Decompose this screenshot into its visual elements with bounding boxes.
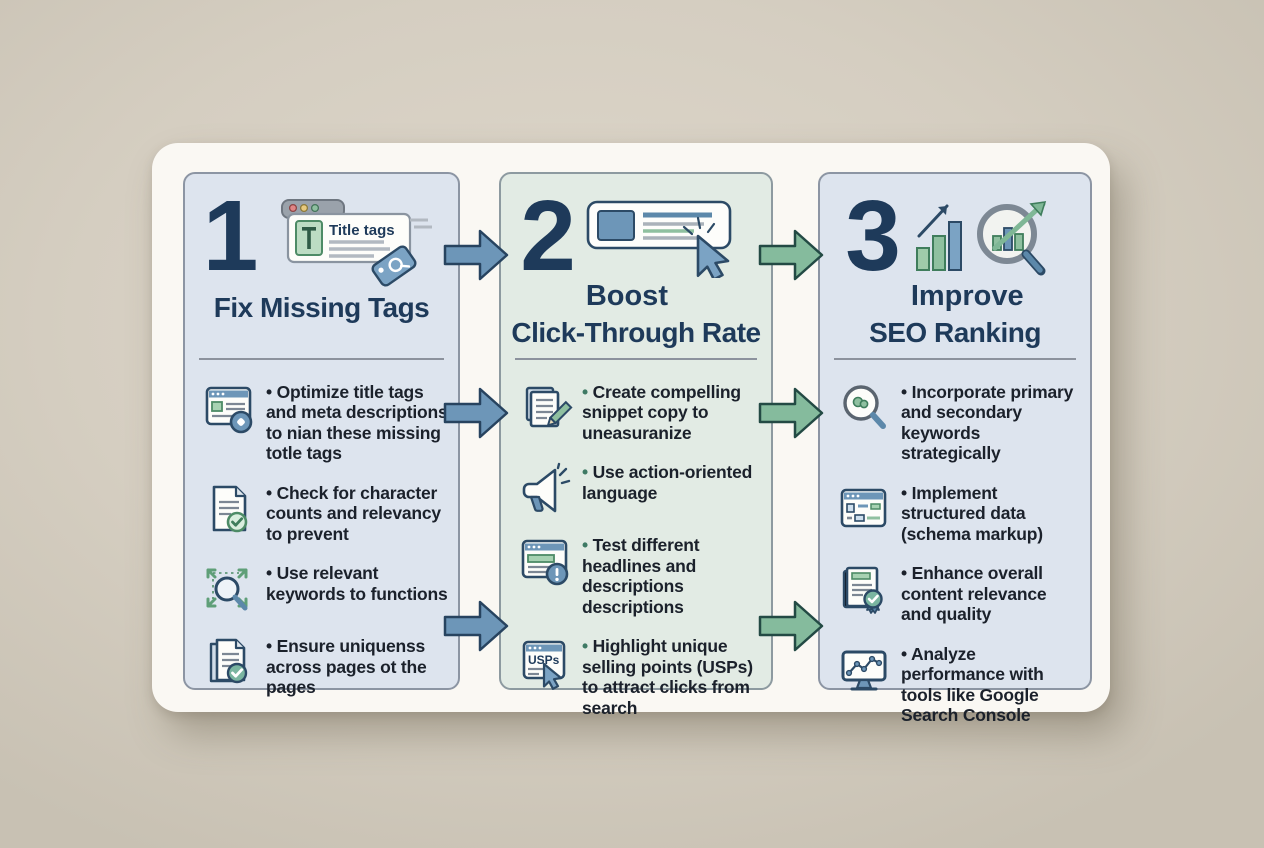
unique-pages-check-icon — [201, 634, 257, 690]
step-2-title-word: Boost — [585, 280, 668, 312]
list-item-text: Create compelling snippet copy to uneasu… — [582, 380, 761, 443]
list-item: Use relevant keywords to functions — [201, 561, 448, 617]
search-tag-icon — [371, 245, 417, 287]
megaphone-icon — [517, 460, 573, 516]
title-tags-browser-icon: Title tags — [281, 199, 433, 287]
divider — [515, 358, 757, 360]
list-item: Analyze performance with tools like Goog… — [836, 642, 1080, 726]
ranking-growth-icon — [915, 201, 1046, 276]
usps-label: USPs — [528, 653, 560, 667]
list-item-text: Implement structured data (schema markup… — [901, 481, 1080, 544]
step-1-number: 1 — [202, 180, 259, 292]
green-arrow-icon — [758, 227, 825, 283]
blue-arrow-icon — [443, 385, 510, 441]
divider — [199, 358, 444, 360]
snippet-click-icon — [586, 200, 732, 278]
list-item-text: Use relevant keywords to functions — [266, 561, 448, 604]
blue-arrow-icon — [443, 598, 510, 654]
list-item-text: Use action-oriented language — [582, 460, 761, 503]
step-1-header: 1 Title tags — [185, 174, 458, 344]
list-item-text: Optimize title tags and meta description… — [266, 380, 448, 464]
list-item-text: Check for character counts and relevancy… — [266, 481, 448, 544]
usps-click-icon: USPs — [517, 634, 573, 691]
step-3-number: 3 — [845, 180, 901, 292]
list-item-text: Ensure uniquenss across pages ot the pag… — [266, 634, 448, 697]
step-3-title: SEO Ranking — [869, 317, 1041, 348]
green-arrow-icon — [758, 598, 825, 654]
keyword-search-icon — [836, 380, 892, 436]
list-item: Optimize title tags and meta description… — [201, 380, 448, 464]
list-item-text: Incorporate primary and secondary keywor… — [901, 380, 1080, 464]
step-3-header: 3 — [820, 174, 1090, 348]
step-2-number: 2 — [520, 180, 576, 292]
step-3-panel: 3 — [818, 172, 1092, 725]
list-item: Ensure uniquenss across pages ot the pag… — [201, 634, 448, 697]
list-item: Use action-oriented language — [517, 460, 761, 516]
document-check-icon — [201, 481, 257, 537]
green-arrow-icon — [758, 385, 825, 441]
step-2-title: Click-Through Rate — [511, 317, 761, 348]
headline-test-alert-icon — [517, 533, 573, 589]
step-2-panel: 2 — [499, 172, 773, 718]
keyword-magnifier-expand-icon — [201, 561, 257, 617]
list-item: Incorporate primary and secondary keywor… — [836, 380, 1080, 464]
list-item: Check for character counts and relevancy… — [201, 481, 448, 544]
magnifier-growth-icon — [976, 201, 1046, 276]
list-item-text: Highlight unique selling points (USPs) t… — [582, 634, 761, 718]
step-1-panel: 1 Title tags — [183, 172, 460, 697]
step-2-header: 2 — [501, 174, 771, 348]
snippet-edit-icon — [517, 380, 573, 436]
step-1-title: Fix Missing Tags — [213, 292, 430, 323]
blue-arrow-icon — [443, 227, 510, 283]
list-item: Test different headlines and description… — [517, 533, 761, 617]
browser-tag-badge-icon — [201, 380, 257, 436]
analytics-monitor-icon — [836, 642, 892, 698]
step-3-title-word: Improve — [910, 280, 1024, 312]
title-tags-label: Title tags — [329, 222, 395, 239]
content-quality-badge-icon — [836, 561, 892, 617]
structured-data-icon — [836, 481, 892, 537]
list-item: Implement structured data (schema markup… — [836, 481, 1080, 544]
list-item: Enhance overall content relevance and qu… — [836, 561, 1080, 624]
list-item: USPs Highlight unique selling points (US… — [517, 634, 761, 718]
list-item-text: Test different headlines and description… — [582, 533, 761, 617]
cursor-icon — [682, 216, 730, 278]
list-item-text: Analyze performance with tools like Goog… — [901, 642, 1080, 726]
list-item: Create compelling snippet copy to uneasu… — [517, 380, 761, 443]
infographic-card: 1 Title tags — [152, 143, 1110, 725]
divider — [834, 358, 1076, 360]
list-item-text: Enhance overall content relevance and qu… — [901, 561, 1080, 624]
